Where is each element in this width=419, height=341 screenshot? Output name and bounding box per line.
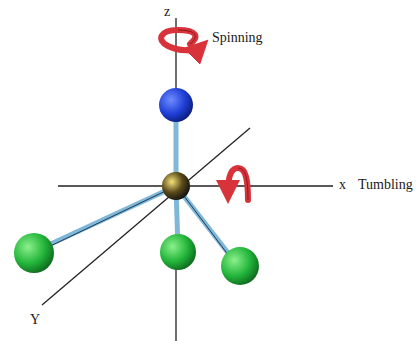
tumbling-arrow-edge <box>238 168 248 200</box>
axis-label: z <box>164 4 170 19</box>
bonds <box>42 112 232 258</box>
motion-label: Spinning <box>212 30 263 45</box>
green-atom <box>160 234 196 270</box>
spinning-arrow-edge <box>178 30 195 44</box>
green-atom <box>14 233 54 273</box>
y-axis <box>42 128 250 305</box>
green-atom <box>221 247 259 285</box>
central-atom <box>162 172 190 200</box>
bond-outlines <box>42 186 232 260</box>
axis-label: Y <box>30 312 40 327</box>
motion-label: Tumbling <box>358 177 413 192</box>
x-axis <box>58 185 333 186</box>
blue-atom <box>159 88 193 122</box>
bond-edge <box>42 186 176 250</box>
axis-label: x <box>339 177 346 192</box>
spinning-arrow <box>161 30 200 50</box>
tumbling-arrow <box>228 168 248 200</box>
